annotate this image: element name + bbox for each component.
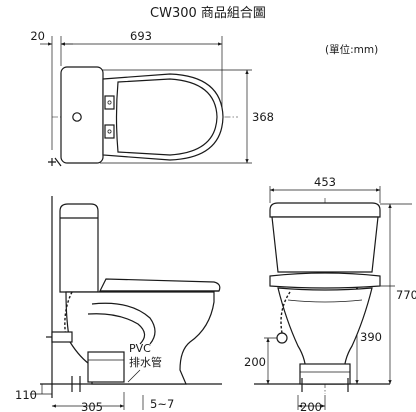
dim-supply-offset: 200: [300, 400, 322, 412]
dim-gap: 5~7: [150, 397, 174, 411]
dim-height-supply: 200: [244, 355, 266, 369]
supply-valve-icon: [48, 157, 62, 167]
pedestal-base-outline: [299, 363, 351, 385]
drain-pipe-outline: [87, 351, 125, 383]
tank-side-outline: [59, 203, 99, 293]
bowl-top-outline: [102, 73, 224, 161]
dim-top-length: 693: [130, 29, 152, 43]
hinge-icon: [104, 95, 115, 110]
unit-note: (單位:mm): [325, 43, 378, 56]
front-view: 453 770 390 200 200: [244, 175, 416, 412]
seat-front-outline: [269, 272, 381, 289]
tank-front-outline: [271, 216, 379, 273]
pipe-material-label: PVC: [129, 342, 151, 355]
angle-valve-icon: [51, 331, 73, 343]
seat-side-outline: [99, 278, 221, 292]
tank-top-outline: [60, 66, 104, 164]
dim-top-offset: 20: [30, 29, 45, 43]
top-view: 20 693 368: [30, 29, 274, 167]
supply-valve-icon: [276, 332, 288, 344]
tank-lid-front-outline: [269, 202, 381, 218]
dim-front-width: 453: [314, 175, 336, 189]
drain-pipe-label: 排水管: [129, 355, 162, 369]
dim-height-total: 770: [396, 288, 416, 302]
dim-floor-110: 110: [15, 388, 37, 402]
bowl-front-outline: [277, 287, 373, 385]
dim-rough-in: 305: [81, 400, 103, 412]
side-view: PVC 排水管 110 305 5~7: [15, 196, 222, 412]
flush-button-icon: [72, 112, 82, 122]
hinge-icon: [104, 124, 115, 139]
dim-top-width: 368: [252, 110, 274, 124]
dim-height-inlet: 390: [360, 330, 382, 344]
drawing-title: CW300 商品組合圖: [150, 6, 266, 21]
seat-lid-outline: [115, 78, 218, 156]
